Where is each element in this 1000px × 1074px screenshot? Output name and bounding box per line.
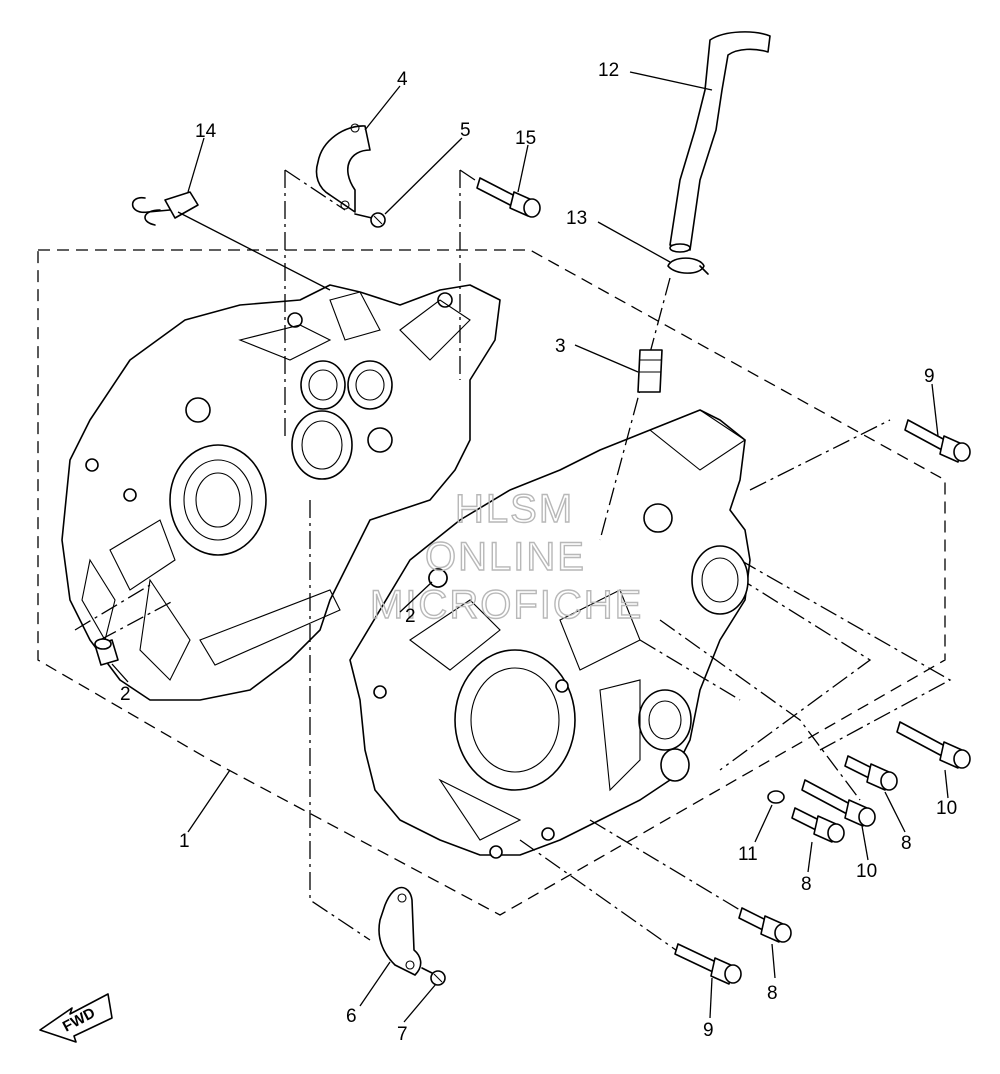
callout-7: 7: [397, 1024, 408, 1045]
assembly-boundary: [37, 249, 946, 916]
callout-8-right: 8: [901, 833, 912, 854]
breather-hose-part-12: [669, 31, 771, 253]
crankcase-left-half: [61, 284, 501, 701]
callout-11: 11: [738, 844, 758, 865]
washer-part-11: [767, 790, 785, 804]
svg-text:ONLINE: ONLINE: [425, 535, 586, 579]
callout-8-lower: 8: [767, 983, 778, 1004]
callout-leaders: [111, 71, 949, 1023]
callout-10-lower: 10: [856, 861, 877, 882]
hose-clip-part-13: [667, 257, 709, 275]
alignment-lines: [74, 169, 952, 961]
breather-fitting-part-3: [637, 349, 663, 393]
plate-part-6: [378, 886, 422, 976]
svg-text:HLSM: HLSM: [455, 487, 574, 531]
dowel-pin-part-2-center: [428, 568, 448, 588]
wire-clip-part-14: [131, 191, 331, 291]
svg-text:MICROFICHE: MICROFICHE: [370, 583, 643, 627]
screw-part-5: [354, 212, 386, 228]
bolt-part-10-upper: [896, 721, 971, 769]
callout-6: 6: [346, 1006, 357, 1027]
callout-14: 14: [195, 121, 217, 142]
bolt-part-8-a: [844, 755, 898, 791]
watermark: HLSM ONLINE MICROFICHE: [369, 486, 643, 627]
callout-9-lower: 9: [703, 1020, 714, 1041]
callout-13: 13: [566, 208, 587, 229]
callout-labels: 1 2 2 3 4 5 6 7 8 8 8 9 9 10 10 11 12 13…: [120, 60, 957, 1045]
callout-12: 12: [598, 60, 619, 81]
bolt-part-15: [476, 177, 541, 218]
bolt-part-9-lower: [674, 943, 742, 985]
callout-10-upper: 10: [936, 798, 957, 819]
callout-2-left: 2: [120, 684, 131, 705]
bolt-part-8-b: [791, 807, 845, 843]
callout-3: 3: [555, 336, 566, 357]
callout-1: 1: [179, 831, 190, 852]
callout-4: 4: [397, 69, 408, 90]
plate-part-4: [315, 123, 371, 213]
callout-2-center: 2: [405, 606, 416, 627]
callout-5: 5: [460, 120, 471, 141]
bolt-part-8-c: [738, 907, 792, 943]
dowel-pin-part-2-left: [94, 638, 119, 666]
screw-part-7: [421, 967, 446, 986]
callout-8-middle: 8: [801, 874, 812, 895]
callout-9-upper: 9: [924, 366, 935, 387]
fwd-arrow: FWD: [39, 993, 113, 1043]
bolt-part-10-lower: [801, 779, 876, 827]
bolt-part-9-upper: [904, 419, 971, 463]
callout-15: 15: [515, 128, 536, 149]
crankcase-right-half: [349, 409, 751, 859]
